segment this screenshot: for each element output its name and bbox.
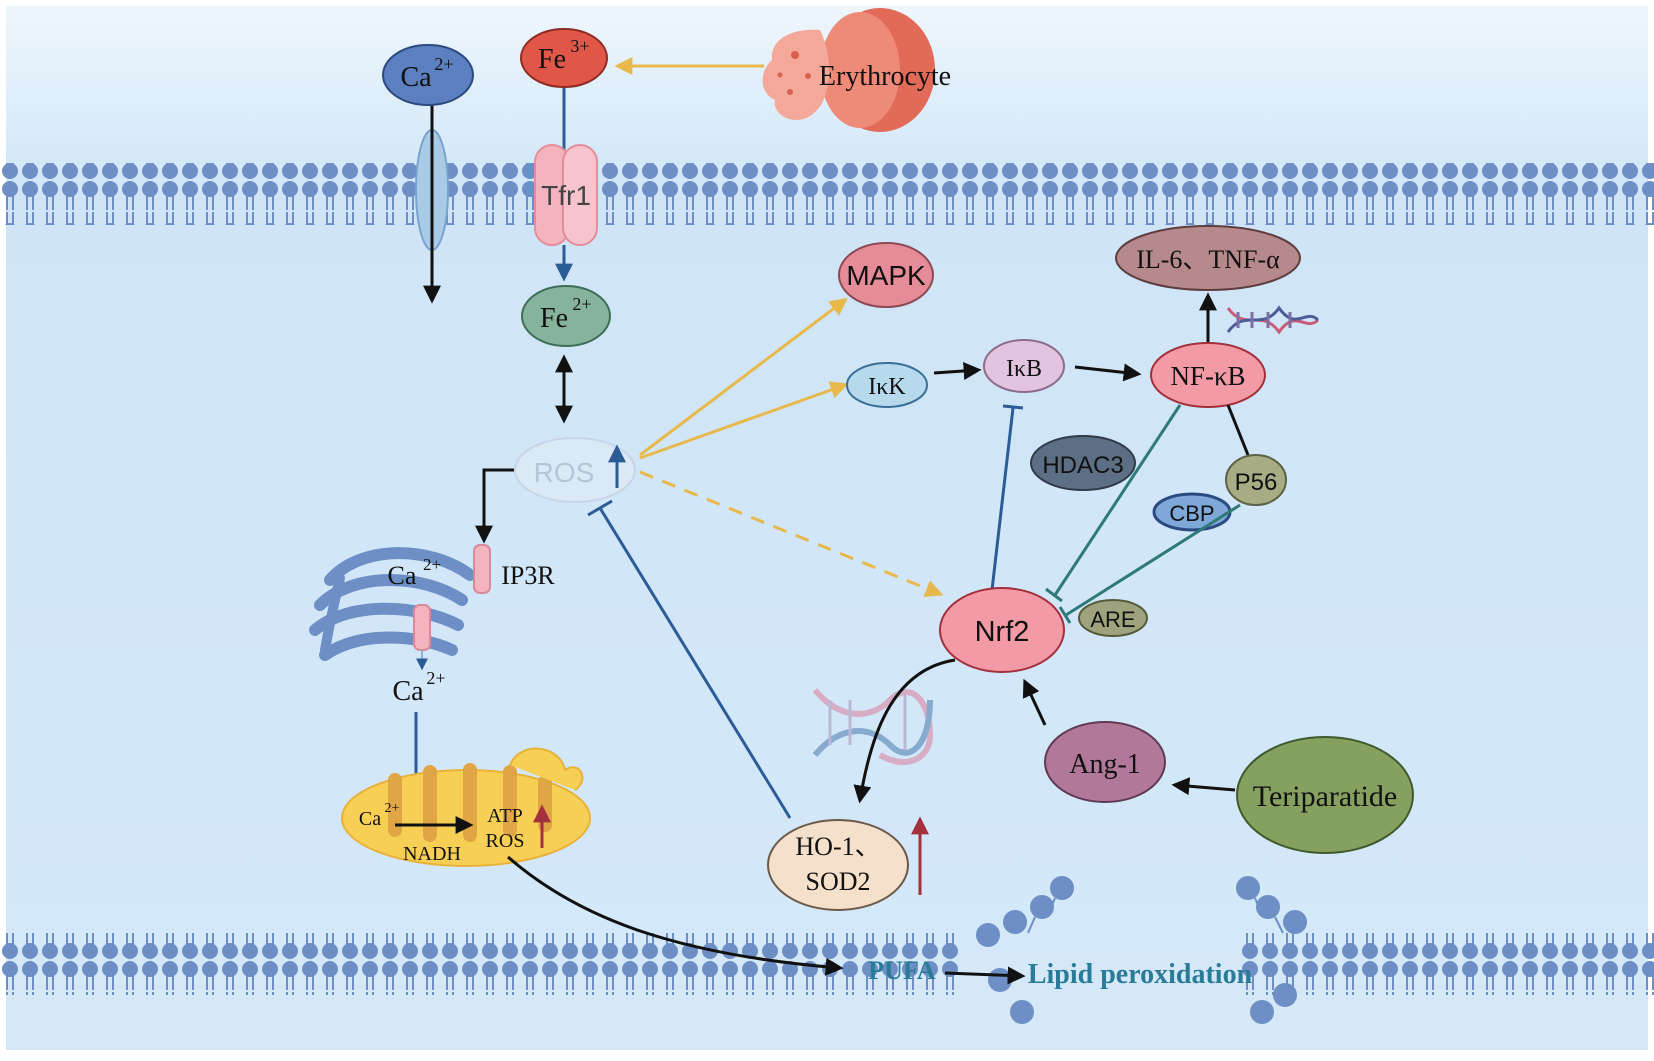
- ca-top-label: Ca: [400, 62, 432, 93]
- are-node[interactable]: [1078, 599, 1148, 637]
- nrf2-inhibits-ikb-bar: [1002, 404, 1024, 410]
- membrane-bottom-left: [0, 933, 960, 995]
- ros-label: ROS: [534, 457, 595, 488]
- erythrocyte-icon: [762, 8, 935, 132]
- ho1-label-line2: SOD2: [805, 867, 870, 896]
- are-label: ARE: [1090, 607, 1135, 632]
- nadh-label: NADH: [403, 843, 461, 865]
- nrf2-label: Nrf2: [975, 616, 1030, 648]
- erythrocyte-label: Erythrocyte: [819, 61, 951, 92]
- ho1-inhibits-ros-line: [598, 507, 792, 819]
- membrane-top: [0, 163, 1654, 225]
- lipid-peroxidation-label: Lipid peroxidation: [1028, 959, 1253, 990]
- dna-large-icon: [812, 688, 934, 766]
- tfr1-label: Tfr1: [541, 180, 591, 211]
- ros-mito-label: ROS: [486, 830, 525, 852]
- fe3-label: Fe: [538, 44, 566, 75]
- ca-top-node[interactable]: [382, 44, 474, 106]
- fe2-sup: 2+: [572, 294, 591, 314]
- ip3r-label: IP3R: [501, 561, 555, 590]
- p56-inhibits-nrf2-bar: [1058, 606, 1072, 624]
- endoplasmic-reticulum-icon: [309, 547, 476, 661]
- ros-to-ikk-arrow: [639, 381, 849, 460]
- atp-label: ATP: [487, 805, 523, 827]
- ca-top-sup: 2+: [434, 54, 453, 74]
- fe2-label: Fe: [540, 303, 568, 334]
- mapk-label: MAPK: [846, 260, 926, 291]
- hdac3-node[interactable]: [1030, 435, 1136, 491]
- ros-node[interactable]: [514, 437, 636, 503]
- mito-to-pufa-arrow: [507, 855, 844, 976]
- il6-tnf-label: IL-6、TNF-α: [1136, 245, 1280, 274]
- p56-node[interactable]: [1225, 454, 1287, 506]
- ikk-to-ikb-arrow: [933, 362, 982, 380]
- ca-mito-sup: 2+: [385, 801, 400, 816]
- p56-inhibits-nrf2-line: [1065, 503, 1241, 617]
- cbp-label: CBP: [1169, 501, 1214, 526]
- ca-mito-label: Ca: [359, 808, 381, 830]
- ca-er-sup: 2+: [423, 555, 441, 574]
- nfkb-label: NF-κB: [1170, 361, 1245, 391]
- ca-mid-label: Ca: [392, 676, 424, 707]
- ho1-inhibits-ros-bar: [587, 499, 613, 517]
- nfkb-inhibits-nrf2-bar: [1045, 587, 1063, 603]
- pufa-to-lipid-arrow: [944, 966, 1026, 985]
- nrf2-inhibits-ikb-line: [990, 407, 1015, 591]
- mapk-node[interactable]: [838, 242, 934, 308]
- nfkb-node[interactable]: [1150, 342, 1266, 408]
- nfkb-inhibits-nrf2-line: [1053, 404, 1182, 596]
- ros-to-mapk-arrow: [639, 297, 848, 457]
- nrf2-node[interactable]: [939, 587, 1065, 673]
- il6-tnf-node[interactable]: [1115, 225, 1301, 291]
- nrf2-to-ho1-arrow: [853, 658, 956, 804]
- fe3-sup: 3+: [570, 36, 589, 56]
- p56-label: P56: [1235, 469, 1278, 496]
- ho1-label-line1: HO-1、: [795, 832, 880, 861]
- ros-to-er-arrow: [475, 468, 514, 544]
- ikb-to-nfkb-arrow: [1074, 363, 1142, 382]
- er-ca-channel: [413, 604, 431, 651]
- ikb-label: IκB: [1006, 356, 1042, 382]
- hdac3-label: HDAC3: [1042, 452, 1123, 479]
- ca-er-label: Ca: [388, 561, 417, 590]
- tfr1-transporter[interactable]: [534, 144, 598, 246]
- teriparatide-label: Teriparatide: [1253, 780, 1397, 813]
- ho1-sod2-node[interactable]: [767, 819, 909, 911]
- ros-to-nrf2-dashed-arrow: [639, 470, 944, 597]
- ikk-node[interactable]: [846, 362, 928, 408]
- membrane-bottom-right: [1240, 933, 1654, 995]
- ang1-label: Ang-1: [1069, 749, 1141, 780]
- ca-mid-sup: 2+: [426, 668, 445, 688]
- pufa-label: PUFA: [868, 956, 936, 985]
- disrupted-lipids: [976, 876, 1307, 1024]
- ip3r-channel: [473, 544, 491, 594]
- dna-small-icon: [1226, 305, 1320, 335]
- ang1-node[interactable]: [1044, 721, 1166, 803]
- ikb-node[interactable]: [983, 339, 1065, 393]
- ikk-label: IκK: [868, 374, 906, 400]
- nfkb-to-p56-line: [1226, 404, 1250, 456]
- teriparatide-to-ang1-arrow: [1171, 777, 1236, 796]
- ang1-to-nrf2-arrow: [1022, 678, 1047, 726]
- fe2-node[interactable]: [521, 285, 611, 347]
- fe3-node[interactable]: [520, 28, 608, 88]
- teriparatide-node[interactable]: [1236, 736, 1414, 854]
